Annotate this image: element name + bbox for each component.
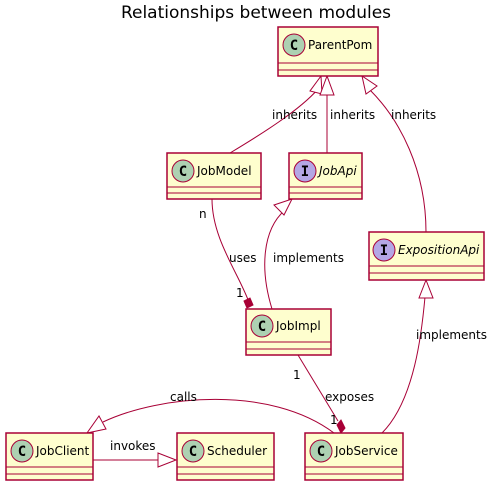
class-stereotype-icon (282, 33, 306, 57)
stereotype-letter: C (290, 38, 298, 54)
class-name: JobImpl (275, 319, 321, 333)
class-stereotype-icon (171, 159, 195, 183)
label-invokes: invokes (110, 439, 156, 453)
class-jobclient[interactable]: C JobClient (5, 432, 94, 481)
label-jobimpl-implements: implements (273, 251, 344, 265)
label-exposes: exposes (325, 390, 374, 404)
class-stereotype-icon (309, 439, 333, 463)
edge-jobmodel-inherits (229, 88, 319, 154)
class-stereotype-icon (250, 314, 274, 338)
stereotype-letter: C (18, 444, 26, 460)
stereotype-letter: C (317, 444, 325, 460)
label-uses-multiplicity-from: n (199, 207, 207, 221)
class-jobimpl[interactable]: C JobImpl (245, 308, 332, 356)
class-parentpom[interactable]: C ParentPom (277, 26, 379, 77)
stereotype-letter: C (258, 319, 266, 335)
class-name: JobApi (317, 164, 357, 178)
class-stereotype-icon (10, 439, 34, 463)
stereotype-letter: C (189, 444, 197, 460)
label-jobservice-implements: implements (416, 328, 487, 342)
label-expositionapi-inherits: inherits (391, 108, 436, 122)
inheritance-arrowhead (319, 74, 335, 96)
inheritance-arrowhead (309, 74, 323, 95)
class-jobservice[interactable]: C JobService (304, 432, 404, 481)
class-name: ParentPom (308, 38, 372, 52)
stereotype-letter: C (179, 164, 187, 180)
class-name: Scheduler (207, 444, 267, 458)
interface-expositionapi[interactable]: I ExpositionApi (368, 231, 485, 281)
class-name: JobModel (196, 164, 252, 178)
interface-stereotype-icon (293, 159, 317, 183)
realization-arrowhead (273, 198, 293, 216)
edge-jobimpl-implements (264, 209, 286, 310)
invokes-arrowhead (157, 452, 178, 468)
composition-diamond (336, 419, 346, 434)
composition-diamond (243, 297, 254, 309)
label-jobapi-inherits: inherits (330, 108, 375, 122)
label-uses: uses (229, 251, 257, 265)
edge-calls (102, 398, 335, 434)
edge-exposes (297, 354, 339, 422)
label-calls: calls (170, 390, 197, 404)
diagram-title: Relationships between modules (121, 3, 391, 23)
class-scheduler[interactable]: C Scheduler (176, 432, 275, 481)
interface-stereotype-icon (372, 238, 396, 262)
label-exposes-multiplicity-from: 1 (293, 368, 301, 382)
edge-expositionapi-inherits (369, 89, 427, 233)
class-stereotype-icon (181, 439, 205, 463)
edge-uses (211, 198, 251, 306)
label-jobmodel-inherits: inherits (272, 108, 317, 122)
stereotype-letter: I (301, 164, 309, 180)
inheritance-arrowhead (361, 74, 378, 95)
class-name: JobClient (35, 444, 90, 458)
interface-jobapi[interactable]: I JobApi (288, 152, 363, 200)
edge-jobservice-implements (381, 296, 426, 434)
calls-arrowhead (85, 415, 107, 434)
class-name: JobService (334, 444, 398, 458)
class-name: ExpositionApi (398, 243, 480, 257)
label-exposes-multiplicity-to: 1 (330, 413, 338, 427)
stereotype-letter: I (380, 243, 388, 259)
label-uses-multiplicity-to: 1 (236, 286, 244, 300)
class-jobmodel[interactable]: C JobModel (166, 152, 262, 200)
realization-arrowhead (418, 278, 434, 299)
